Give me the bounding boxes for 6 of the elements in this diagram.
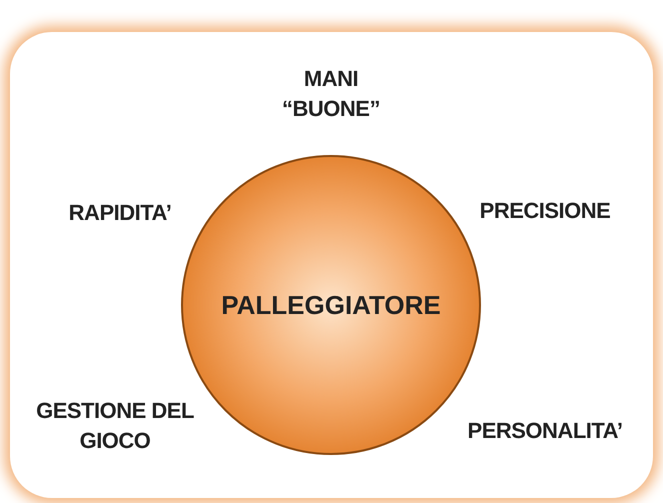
feature-label: GESTIONE DEL GIOCO — [35, 397, 195, 455]
feature-label: PERSONALITA’ — [466, 417, 624, 445]
feature-label: RAPIDITA’ — [68, 199, 172, 227]
node-title: PALLEGGIATORE — [221, 290, 441, 320]
feature-label: MANI “BUONE” — [281, 65, 381, 123]
feature-label: PRECISIONE — [478, 197, 612, 225]
